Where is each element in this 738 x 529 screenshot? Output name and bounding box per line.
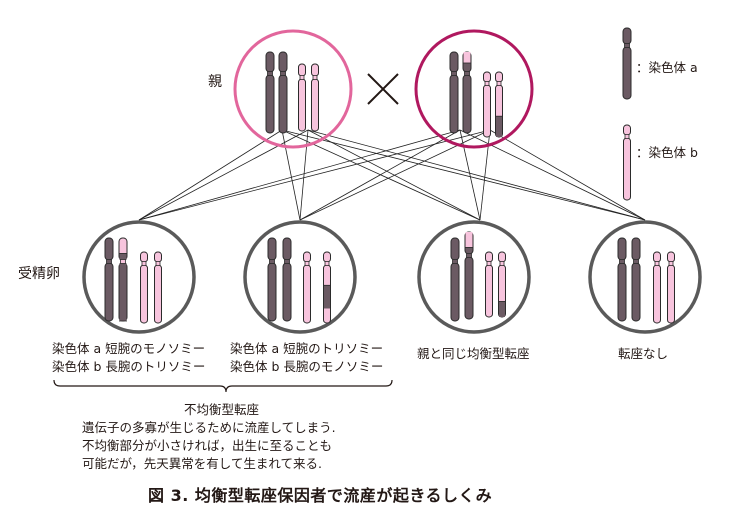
zygote1-chromosome-b2 <box>154 251 162 324</box>
zygote3-circle <box>417 220 531 334</box>
bracket <box>53 379 393 393</box>
parent1-chromosome-a1 <box>265 51 275 134</box>
zygote2-desc-line1: 染色体 a 短腕のトリソミー <box>230 341 384 356</box>
zygote1-chromosome-b1 <box>140 251 148 324</box>
zygote4-chromosome-a2 <box>631 237 641 322</box>
parent1-chromosome-a2 <box>278 51 288 134</box>
note-line1: 遺伝子の多寡が生じるために流産してしまう. <box>82 420 336 435</box>
zygote1-chromosome-a2 <box>118 237 128 322</box>
zygote1-desc-line1: 染色体 a 短腕のモノソミー <box>52 341 206 356</box>
zygote3-chromosome-a2 <box>464 231 474 320</box>
figure-caption: 図 3. 均衡型転座保因者で流産が起きるしくみ <box>148 486 493 505</box>
zygote4-chromosome-a1 <box>617 237 627 322</box>
note-title: 不均衡型転座 <box>184 402 260 417</box>
zygote4-desc: 転座なし <box>618 346 669 361</box>
parent2-chromosome-a1 <box>449 51 459 134</box>
legend-b-label: ：染色体 b <box>636 145 698 160</box>
parent2-circle <box>414 29 534 149</box>
chromosomes <box>104 27 675 324</box>
zygote4-circle <box>588 220 702 334</box>
gametes-label: 受精卵 <box>18 266 60 282</box>
note-line3: 可能だが，先天異常を有して生まれて来る. <box>82 456 322 471</box>
parent2-chromosome-a2 <box>462 51 472 134</box>
parent1-circle <box>233 29 353 149</box>
zygote2-chromosome-b2 <box>323 251 331 324</box>
zygote1-desc-line2: 染色体 b 長腕のトリソミー <box>52 359 206 374</box>
cross-icon <box>367 73 399 105</box>
zygote1-chromosome-a1 <box>104 237 114 322</box>
legend-a-label: ：染色体 a <box>636 60 698 75</box>
zygote3-chromosome-a1 <box>450 237 460 322</box>
zygote2-chromosome-a2 <box>282 237 292 322</box>
parent2-chromosome-b1 <box>483 71 491 138</box>
zygote3-chromosome-b1 <box>485 251 493 318</box>
zygote2-chromosome-b1 <box>303 251 311 324</box>
connection-lines <box>138 129 646 221</box>
parent2-chromosome-b2 <box>495 71 503 138</box>
zygote3-desc: 親と同じ均衡型転座 <box>417 346 530 361</box>
zygote1-circle <box>82 220 196 334</box>
zygote4-chromosome-b2 <box>667 251 675 324</box>
note-line2: 不均衡部分が小さければ，出生に至ることも <box>82 438 333 453</box>
zygote4-chromosome-b1 <box>653 251 661 324</box>
legend-chromosome-b <box>623 124 631 201</box>
legend-chromosome-a <box>622 27 632 100</box>
zygote3-chromosome-b2 <box>498 251 506 318</box>
zygote2-chromosome-a1 <box>267 237 277 322</box>
parent1-chromosome-b1 <box>298 63 306 132</box>
zygote2-circle <box>243 220 357 334</box>
parent1-chromosome-b2 <box>311 63 319 132</box>
zygote2-desc-line2: 染色体 b 長腕のモノソミー <box>230 359 384 374</box>
parents-label: 親 <box>208 74 222 90</box>
